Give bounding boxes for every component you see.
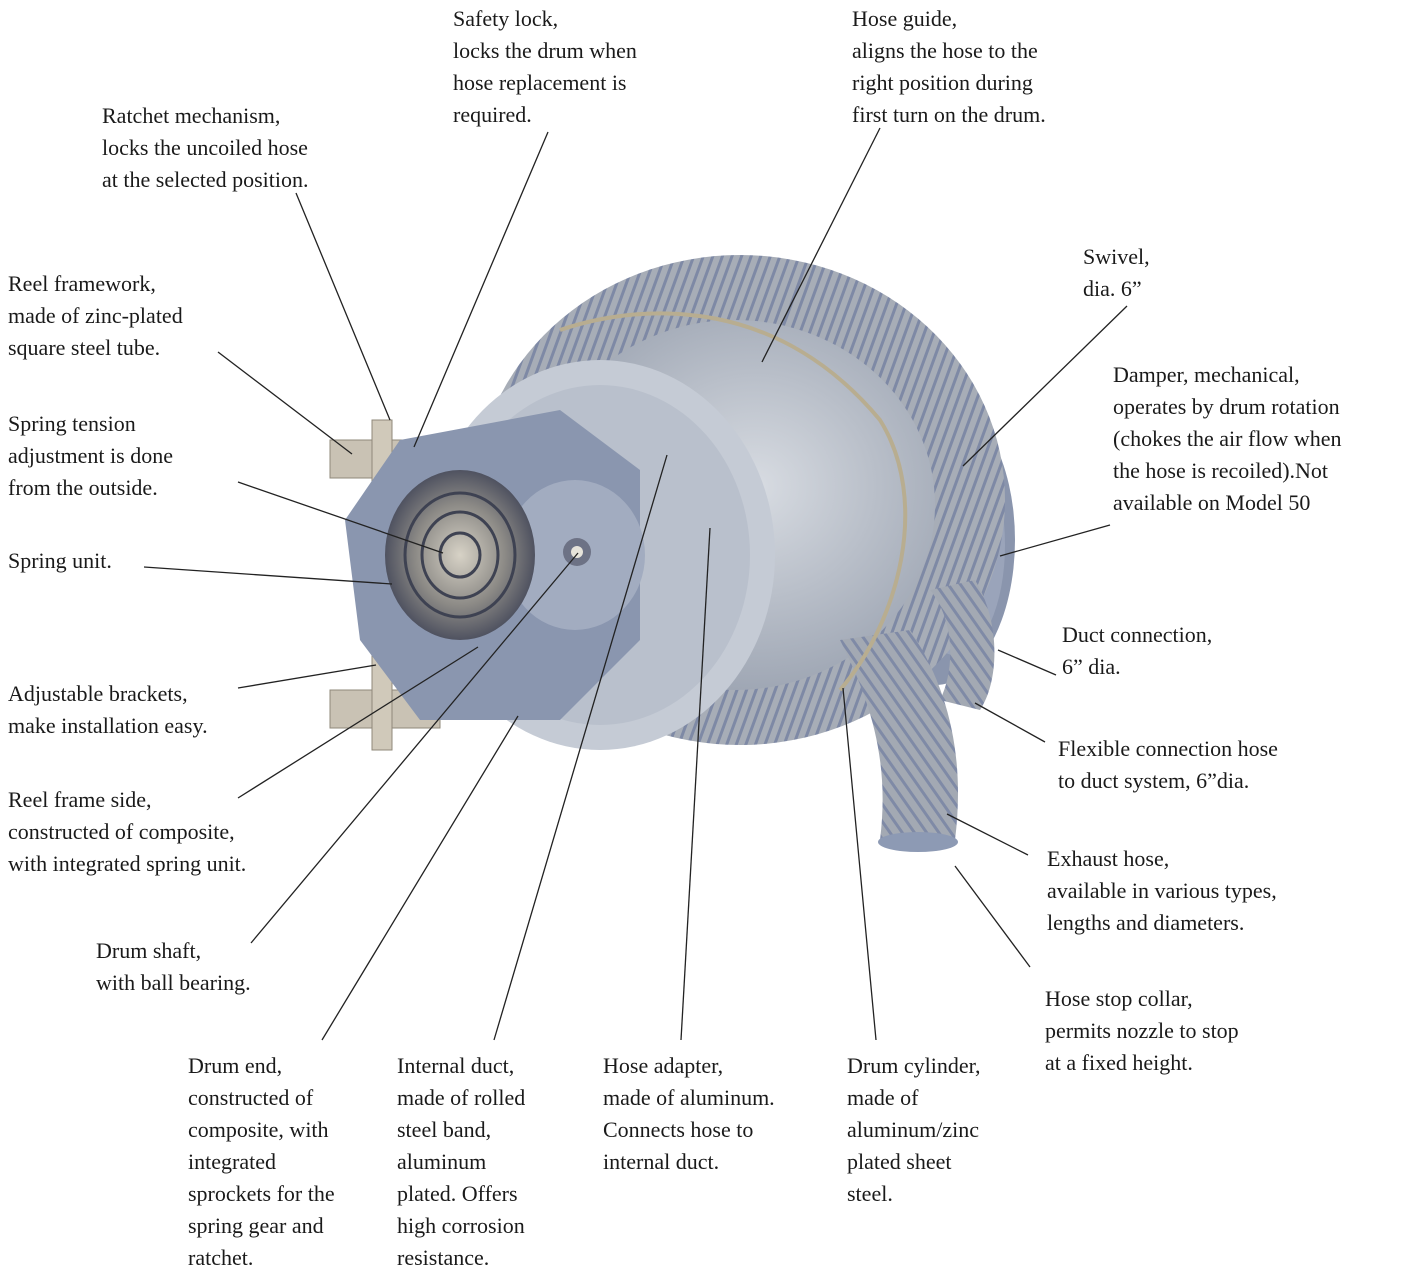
label-damper: Damper, mechanical, operates by drum rot… <box>1113 359 1341 519</box>
label-flexible-connection-hose: Flexible connection hose to duct system,… <box>1058 733 1278 797</box>
label-drum-cylinder: Drum cylinder, made of aluminum/zinc pla… <box>847 1050 981 1210</box>
label-hose-adapter: Hose adapter, made of aluminum. Connects… <box>603 1050 775 1178</box>
label-duct-connection: Duct connection, 6” dia. <box>1062 619 1212 683</box>
label-ratchet-mechanism: Ratchet mechanism, locks the uncoiled ho… <box>102 100 309 196</box>
label-internal-duct: Internal duct, made of rolled steel band… <box>397 1050 525 1274</box>
label-adjustable-brackets: Adjustable brackets, make installation e… <box>8 678 208 742</box>
label-drum-shaft: Drum shaft, with ball bearing. <box>96 935 251 999</box>
label-spring-tension: Spring tension adjustment is done from t… <box>8 408 173 504</box>
label-reel-framework: Reel framework, made of zinc-plated squa… <box>8 268 183 364</box>
label-reel-frame-side: Reel frame side, constructed of composit… <box>8 784 246 880</box>
label-spring-unit: Spring unit. <box>8 545 112 577</box>
spring-unit <box>385 470 535 640</box>
label-drum-end: Drum end, constructed of composite, with… <box>188 1050 335 1274</box>
label-hose-guide: Hose guide, aligns the hose to the right… <box>852 3 1046 131</box>
label-safety-lock: Safety lock, locks the drum when hose re… <box>453 3 637 131</box>
label-hose-stop-collar: Hose stop collar, permits nozzle to stop… <box>1045 983 1239 1079</box>
label-exhaust-hose: Exhaust hose, available in various types… <box>1047 843 1277 939</box>
label-swivel: Swivel, dia. 6” <box>1083 241 1150 305</box>
